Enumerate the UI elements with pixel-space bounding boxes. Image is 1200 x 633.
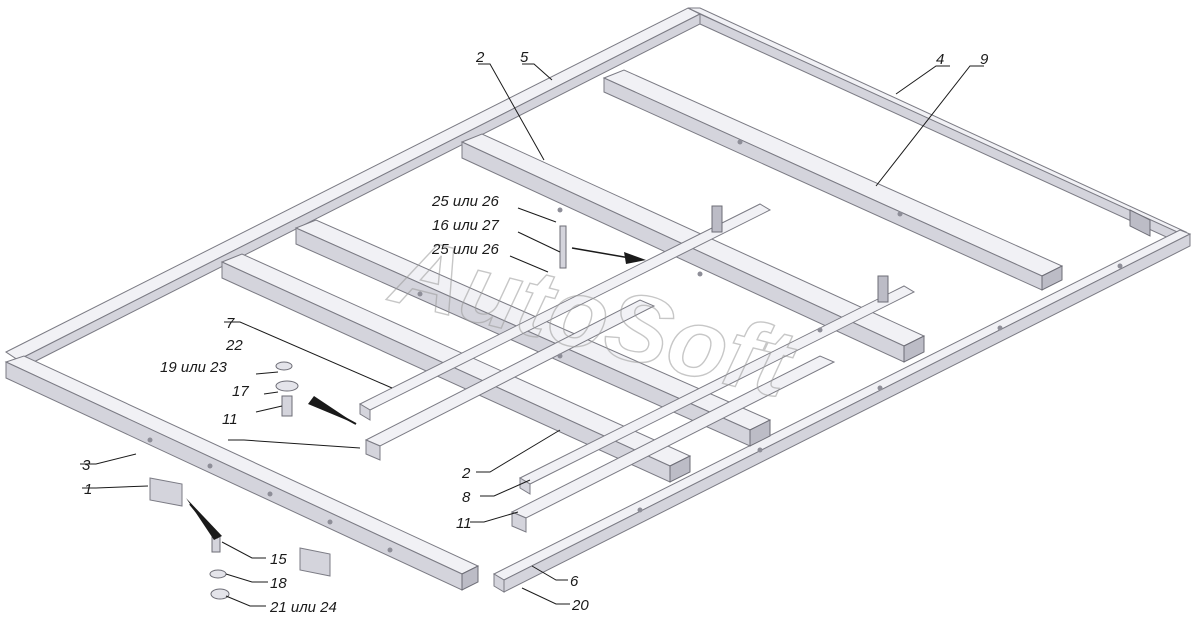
callout-25-or-26-top: 25 или 26 [431,193,500,210]
callout-18: 18 [270,575,287,592]
callout-25-or-26-lower: 25 или 26 [431,241,500,258]
fastener-stack-left [275,361,299,417]
callout-11-left: 11 [222,411,238,428]
callout-7: 7 [226,315,235,332]
side-member-3 [4,355,480,591]
cross-member-9 [602,69,1064,291]
assembly-arrows [186,247,646,540]
spacer-11-left [364,299,656,461]
callout-22: 22 [225,337,243,354]
bracket-lower [299,547,331,577]
callout-20: 20 [571,597,589,614]
fastener-top [559,225,567,269]
callout-11-right: 11 [456,515,472,532]
callout-16-or-27: 16 или 27 [432,217,500,234]
bracket-1 [149,477,183,507]
callout-4: 4 [936,51,944,68]
frame-holes [147,139,1123,553]
bar-7 [358,203,772,421]
leader-lines [80,63,984,607]
callout-3: 3 [82,457,91,474]
callout-8: 8 [462,489,471,506]
callout-2-lower: 2 [461,465,471,482]
callout-labels: 2 5 4 9 25 или 26 16 или 27 25 или 26 7 … [82,49,989,616]
callout-1: 1 [84,481,92,498]
upright-brackets [711,205,889,303]
callout-19-or-23: 19 или 23 [160,359,228,376]
spacer-11-right [510,355,836,533]
callout-21-or-24: 21 или 24 [269,599,337,616]
callout-17: 17 [232,383,249,400]
side-member-6 [492,229,1192,593]
callout-2-upper: 2 [475,49,485,66]
callout-5: 5 [520,49,529,66]
callout-9: 9 [980,51,989,68]
fastener-stack-bottom [209,535,230,600]
callout-15: 15 [270,551,287,568]
callout-6: 6 [570,573,579,590]
